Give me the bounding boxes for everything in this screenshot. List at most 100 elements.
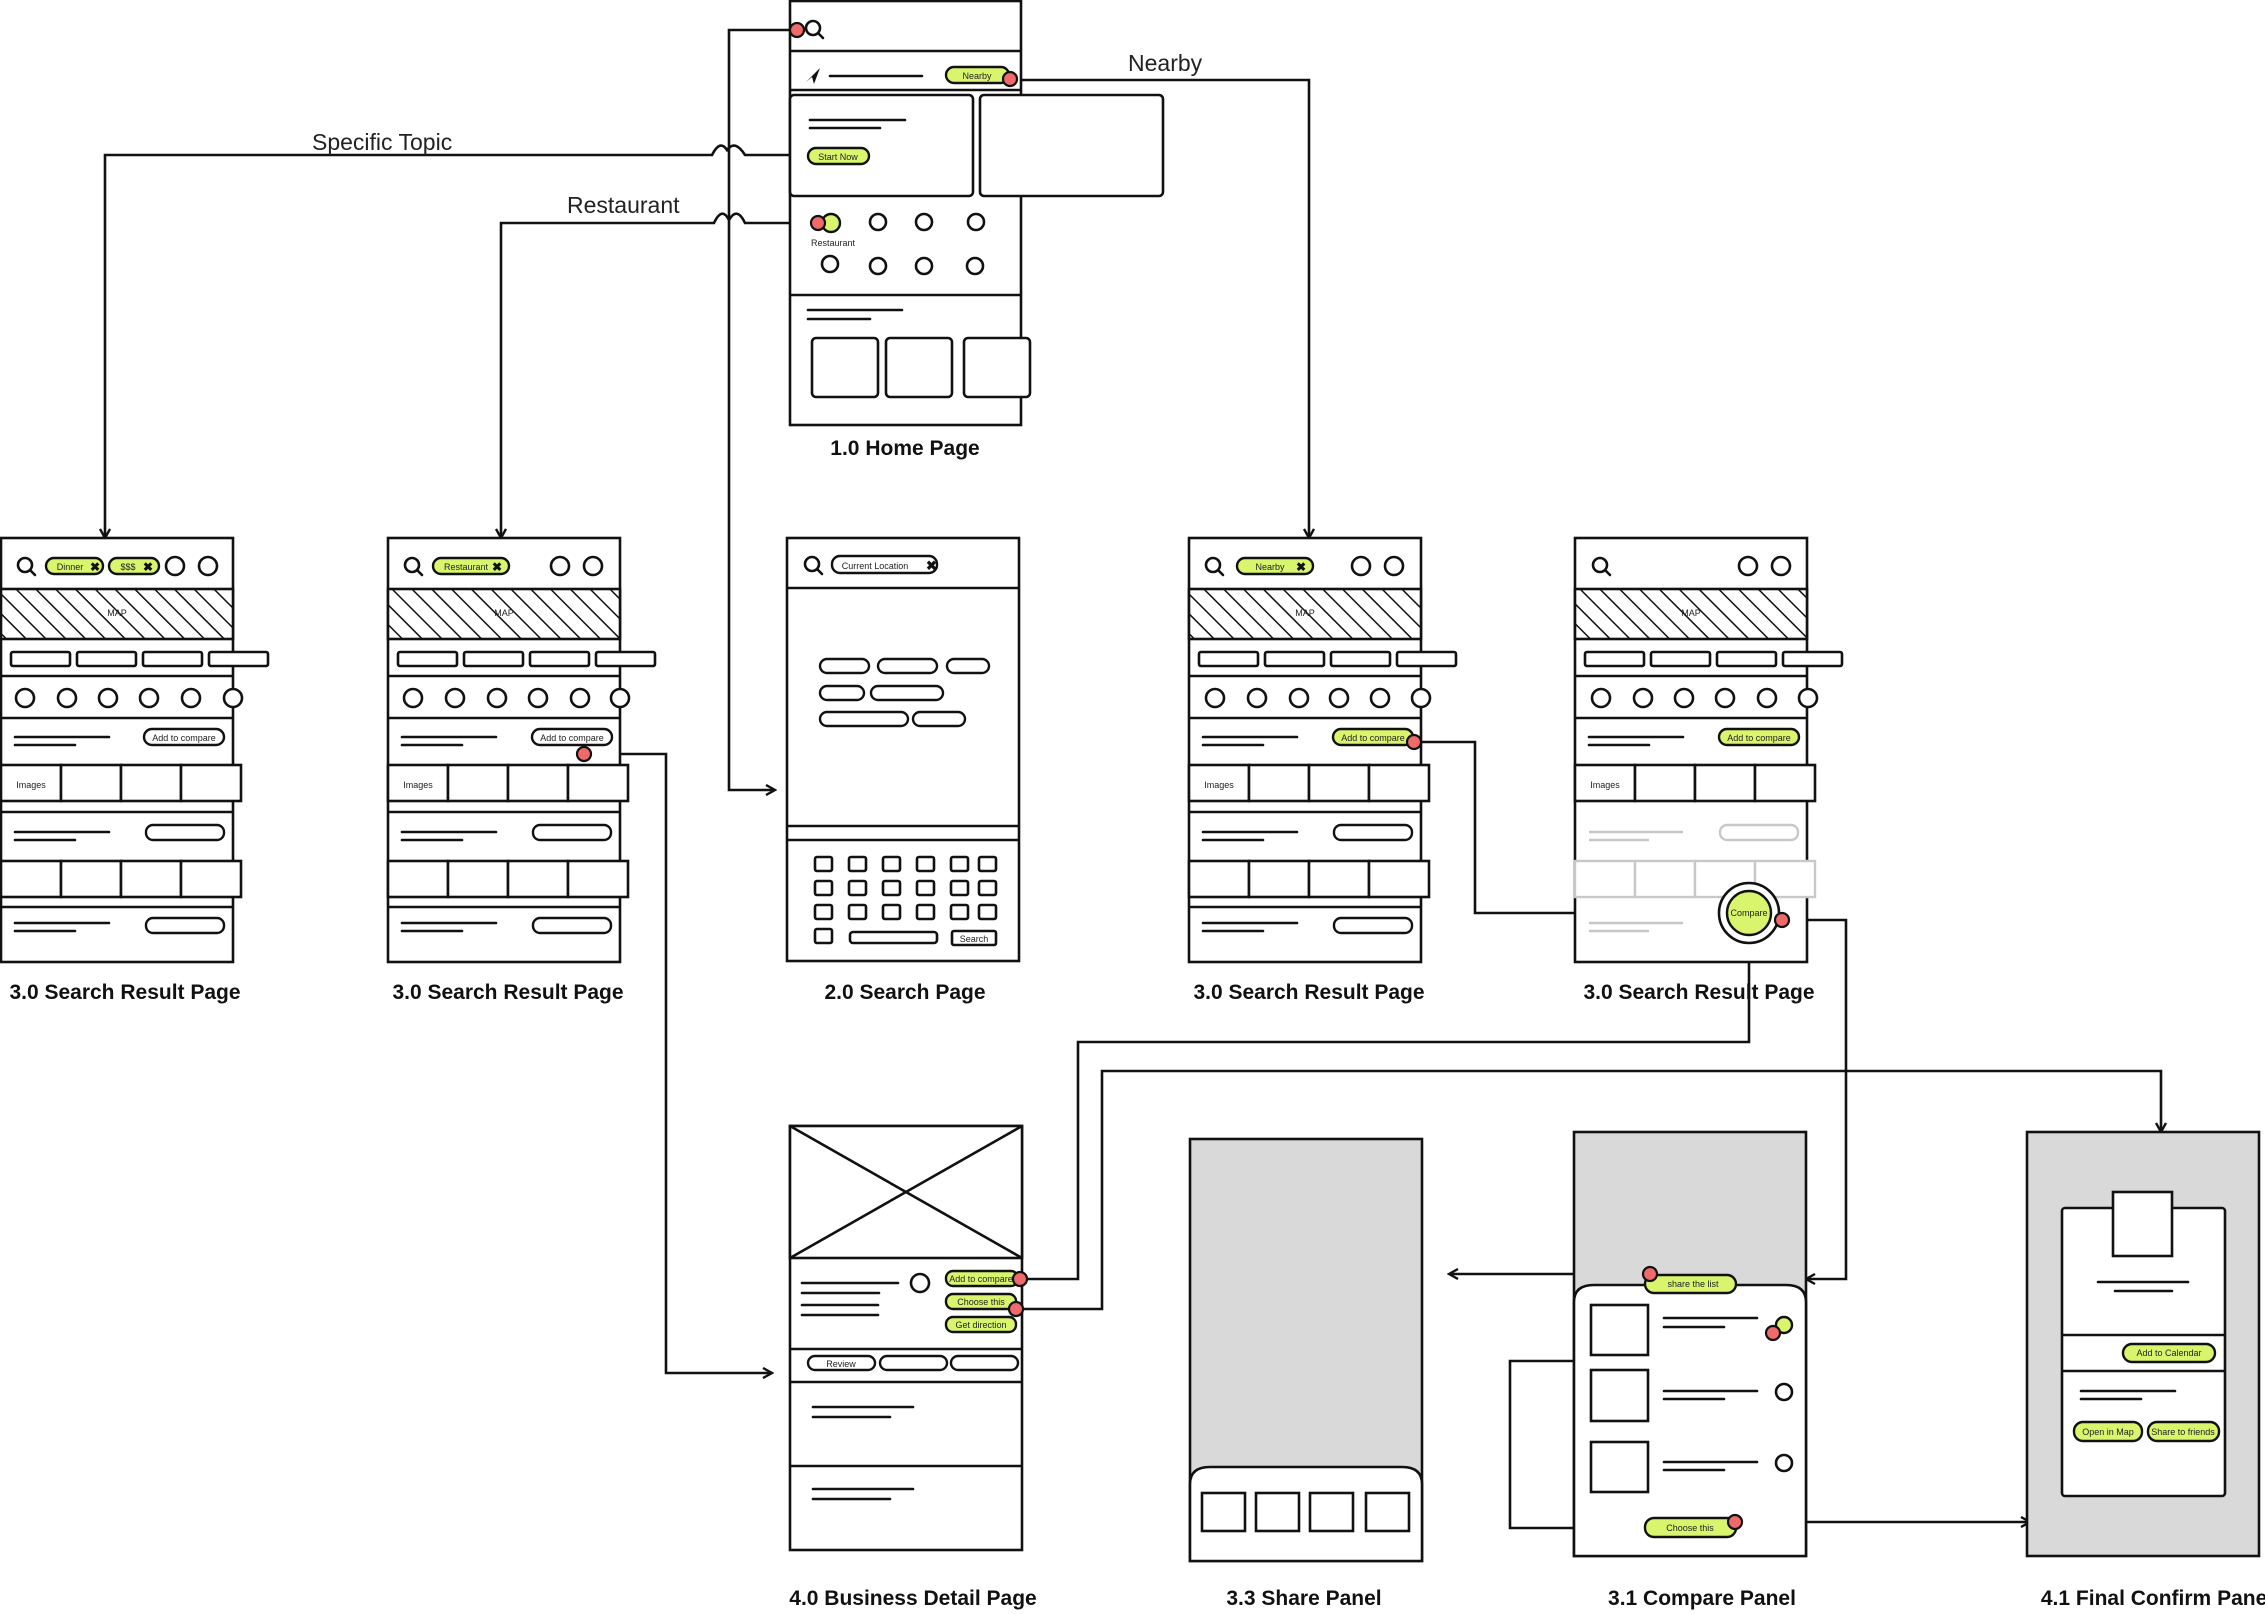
search-key[interactable] [950, 929, 998, 947]
toolbar-icon[interactable] [549, 555, 571, 577]
share-to-friends-button[interactable] [2146, 1420, 2221, 1443]
compare-fab[interactable] [1725, 889, 1773, 937]
select-radio[interactable] [1774, 1382, 1794, 1402]
category-icon[interactable] [868, 256, 888, 276]
suggestion-chip[interactable] [876, 657, 939, 675]
toolbar-icon[interactable] [164, 555, 186, 577]
map-area[interactable] [1573, 587, 1809, 641]
sort-tab[interactable] [1649, 650, 1712, 668]
sort-tab[interactable] [75, 650, 138, 668]
search-icon[interactable] [1591, 556, 1609, 574]
map-area[interactable] [0, 587, 235, 641]
map-area[interactable] [1187, 587, 1423, 641]
toolbar-icon[interactable] [1350, 555, 1372, 577]
sort-tab[interactable] [1197, 650, 1260, 668]
add-to-compare-button[interactable] [1717, 727, 1801, 747]
toolbar-icon[interactable] [1770, 555, 1792, 577]
action-button[interactable] [144, 916, 226, 935]
share-target[interactable] [1254, 1491, 1301, 1533]
category-icon[interactable] [965, 256, 985, 276]
filter-chip[interactable] [1235, 556, 1315, 576]
suggestion-chip[interactable] [818, 710, 910, 728]
image-cell[interactable] [1187, 763, 1251, 803]
open-in-map-button[interactable] [2072, 1420, 2144, 1443]
share-target[interactable] [1308, 1491, 1355, 1533]
toolbar-icon[interactable] [1383, 555, 1405, 577]
thumbnail[interactable] [884, 336, 954, 399]
filter-chip[interactable] [107, 556, 161, 576]
action-button[interactable] [1332, 916, 1414, 935]
category-icon[interactable] [868, 212, 888, 232]
sort-tab[interactable] [1583, 650, 1646, 668]
sort-tab[interactable] [1715, 650, 1778, 668]
sort-tab[interactable] [1781, 650, 1844, 668]
action-button[interactable] [1332, 823, 1414, 842]
image-cell[interactable] [386, 763, 450, 803]
share-list-button[interactable] [1643, 1273, 1738, 1295]
select-radio[interactable] [1774, 1453, 1794, 1473]
featured-card-2[interactable] [978, 93, 1165, 198]
suggestion-chip[interactable] [911, 710, 967, 728]
add-to-compare-button[interactable] [142, 727, 226, 747]
category-icon[interactable] [966, 212, 986, 232]
start-now-button[interactable] [806, 146, 871, 166]
search-icon[interactable] [16, 556, 34, 574]
close-icon[interactable]: ✖ [1296, 560, 1306, 574]
close-icon[interactable]: ✖ [90, 560, 100, 574]
featured-card[interactable] [788, 93, 975, 198]
add-to-compare-label: Add to compare [1727, 733, 1791, 743]
category-icon[interactable] [820, 254, 840, 274]
action-button[interactable] [144, 823, 226, 842]
get-direction-button[interactable] [944, 1315, 1018, 1334]
toolbar-icon[interactable] [197, 555, 219, 577]
tab-review[interactable] [806, 1354, 877, 1372]
tab[interactable] [949, 1354, 1020, 1372]
action-button[interactable] [531, 916, 613, 935]
add-to-calendar-button[interactable] [2121, 1342, 2217, 1364]
compare-fab-label: Compare [1730, 908, 1767, 918]
close-icon[interactable]: ✖ [926, 558, 937, 573]
category-icon[interactable] [914, 256, 934, 276]
sort-tab[interactable] [528, 650, 591, 668]
search-icon[interactable] [403, 556, 421, 574]
item-thumbnail[interactable] [1589, 1440, 1650, 1494]
action-button[interactable] [531, 823, 613, 842]
filter-chip[interactable] [44, 556, 105, 576]
share-target[interactable] [1364, 1491, 1411, 1533]
search-icon[interactable] [803, 555, 821, 573]
search-icon[interactable] [1204, 556, 1222, 574]
category-icon[interactable] [914, 212, 934, 232]
share-target[interactable] [1200, 1491, 1247, 1533]
sort-tab[interactable] [1395, 650, 1458, 668]
suggestion-chip[interactable] [869, 684, 945, 702]
add-to-compare-button[interactable] [530, 727, 614, 747]
thumbnail[interactable] [810, 336, 880, 399]
sort-tab[interactable] [396, 650, 459, 668]
close-icon[interactable]: ✖ [492, 560, 502, 574]
location-chip[interactable] [830, 554, 939, 575]
sort-tab[interactable] [9, 650, 72, 668]
map-area[interactable] [386, 587, 622, 641]
suggestion-chip[interactable] [818, 657, 871, 675]
suggestion-chip[interactable] [945, 657, 991, 675]
sort-tab[interactable] [141, 650, 204, 668]
suggestion-chip[interactable] [818, 684, 866, 702]
image-cell[interactable] [0, 763, 63, 803]
sort-tab[interactable] [594, 650, 657, 668]
item-thumbnail[interactable] [1589, 1368, 1650, 1423]
toolbar-icon[interactable] [582, 555, 604, 577]
sort-tab[interactable] [1263, 650, 1326, 668]
filter-chip[interactable] [431, 556, 511, 576]
sort-tab[interactable] [462, 650, 525, 668]
item-thumbnail[interactable] [1589, 1303, 1650, 1357]
favorite-icon[interactable] [909, 1272, 931, 1294]
tab[interactable] [878, 1354, 949, 1372]
map-label: MAP [1681, 608, 1701, 618]
search-icon[interactable] [804, 19, 822, 37]
thumbnail[interactable] [962, 336, 1032, 399]
sort-tab[interactable] [207, 650, 270, 668]
sort-tab[interactable] [1329, 650, 1392, 668]
spacebar[interactable] [848, 930, 939, 945]
toolbar-icon[interactable] [1737, 555, 1759, 577]
close-icon[interactable]: ✖ [143, 560, 153, 574]
